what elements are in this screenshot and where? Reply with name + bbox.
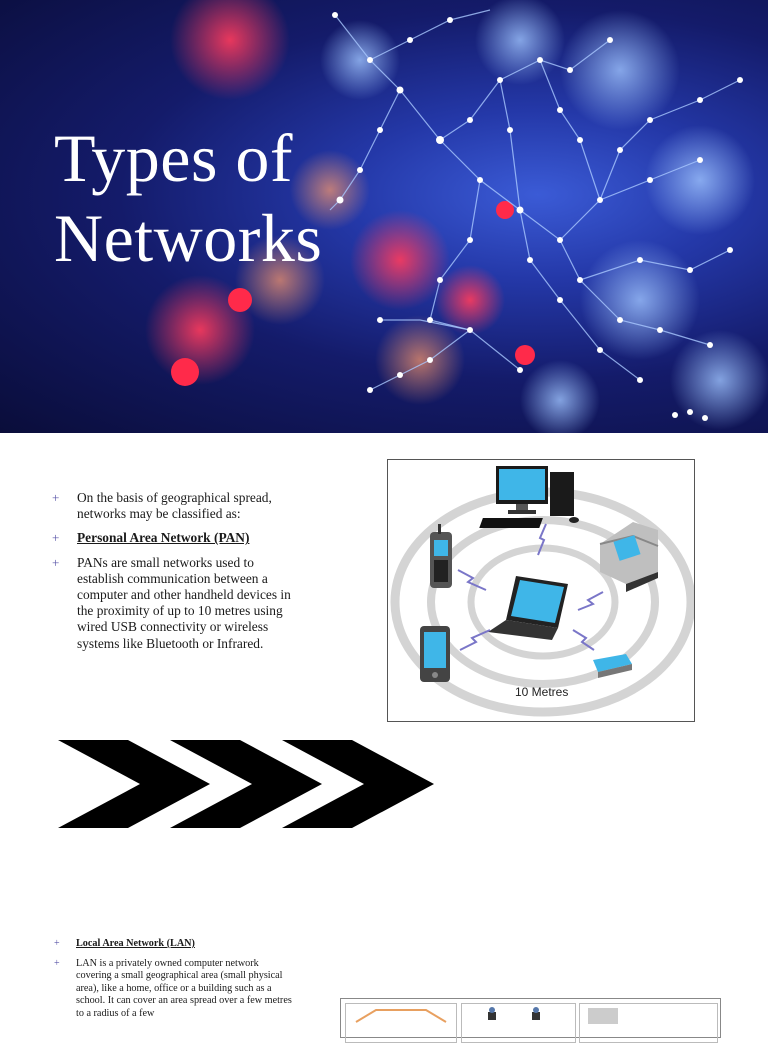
bullet-text: On the basis of geographical spread, net… xyxy=(77,490,272,522)
lan-diagram xyxy=(340,998,721,1043)
bullet-marker: + xyxy=(54,938,60,949)
bullet-marker: + xyxy=(52,554,60,570)
list-item: + Personal Area Network (PAN) xyxy=(52,530,302,546)
lan-heading: Local Area Network (LAN) xyxy=(76,938,195,949)
laptop-icon xyxy=(488,576,568,640)
pan-heading: Personal Area Network (PAN) xyxy=(77,530,250,546)
bullet-marker: + xyxy=(52,530,60,546)
pan-illustration xyxy=(390,466,696,717)
pan-bullet-list: + On the basis of geographical spread, n… xyxy=(52,490,302,660)
bullet-marker: + xyxy=(54,957,60,969)
title-slide: Types of Networks xyxy=(0,0,768,433)
mobile-phone-icon xyxy=(430,524,452,588)
workstation-icon xyxy=(488,1007,540,1020)
figure-caption: 10 Metres xyxy=(515,685,569,699)
lan-diagram-panel xyxy=(461,1003,576,1043)
network-topology-graphic xyxy=(355,1009,447,1023)
range-rings xyxy=(390,487,696,717)
bokeh-lights xyxy=(145,0,768,433)
slide-title: Types of Networks xyxy=(54,120,323,276)
bullet-text: PANs are small networks used to establis… xyxy=(77,554,291,651)
bullet-text: LAN is a privately owned computer networ… xyxy=(76,957,292,1019)
chevron-arrows-icon xyxy=(58,740,434,828)
printer-icon xyxy=(599,522,659,592)
bullet-marker: + xyxy=(52,490,60,505)
router-icon xyxy=(593,654,632,678)
network-nodes xyxy=(332,12,743,421)
list-item: + LAN is a privately owned computer netw… xyxy=(54,958,294,1021)
handheld-device-icon xyxy=(420,626,450,682)
list-item: + Local Area Network (LAN) xyxy=(54,938,294,951)
wireless-signal-icon xyxy=(457,523,604,651)
list-item: + PANs are small networks used to establ… xyxy=(52,555,302,652)
server-rack-icon xyxy=(588,1008,618,1024)
lan-bullet-list: + Local Area Network (LAN) + LAN is a pr… xyxy=(54,938,294,1028)
lan-diagram-panel xyxy=(345,1003,457,1043)
list-item: + On the basis of geographical spread, n… xyxy=(52,490,302,522)
lan-diagram-panel xyxy=(579,1003,718,1043)
network-background-graphic xyxy=(145,0,768,433)
desktop-computer-icon xyxy=(479,466,579,528)
pan-diagram: 10 Metres xyxy=(387,459,696,722)
